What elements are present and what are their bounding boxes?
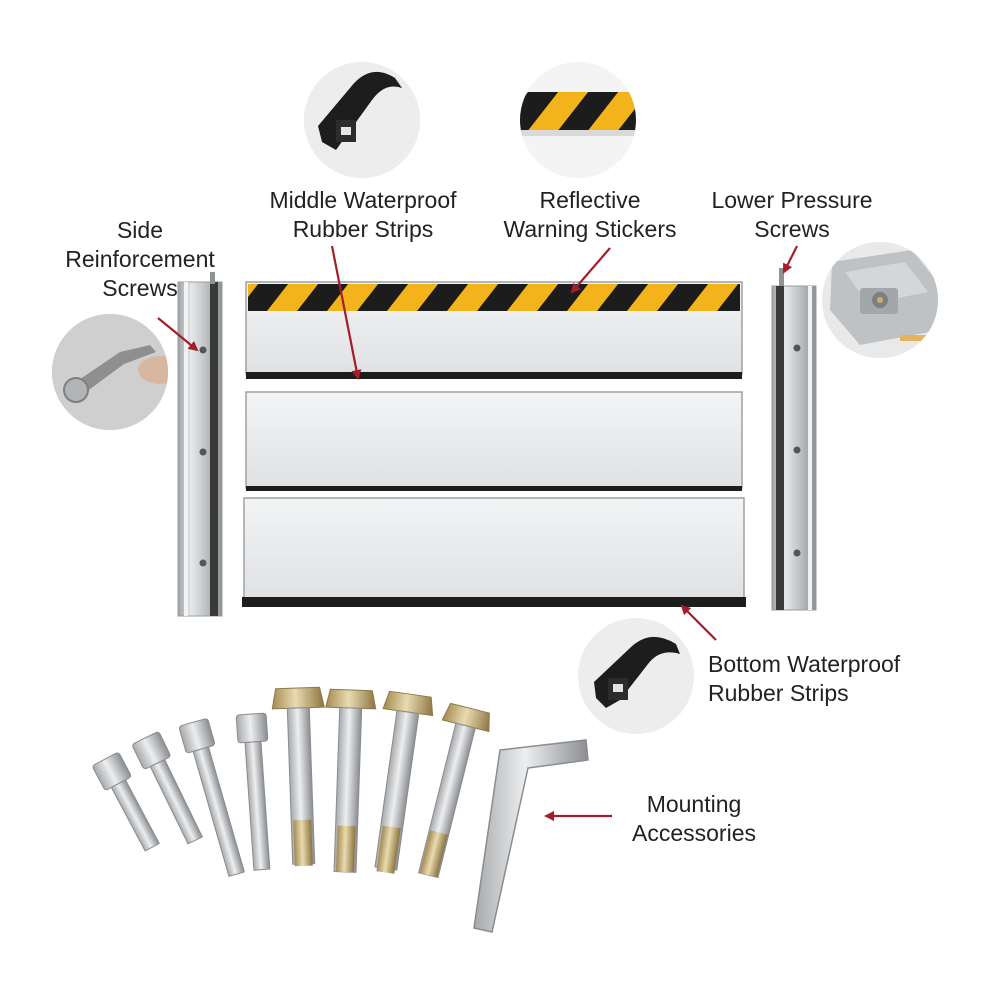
label-mounting: Mounting Accessories: [616, 790, 772, 848]
arrow-side-reinforcement: [157, 317, 199, 352]
label-line: Mounting: [646, 791, 742, 817]
label-side-reinforcement: Side Reinforcement Screws: [50, 216, 230, 303]
label-line: Screws: [102, 275, 178, 301]
label-line: Screws: [754, 216, 830, 242]
top-panel: [245, 281, 743, 379]
label-lower-pressure: Lower Pressure Screws: [694, 186, 890, 244]
label-line: Rubber Strips: [292, 216, 434, 242]
machine-screws: [92, 712, 271, 877]
left-side-post: [177, 272, 223, 617]
arrow-middle-strips: [330, 245, 362, 380]
arrow-lower-pressure: [783, 245, 798, 274]
expansion-anchor-bolts: [271, 686, 490, 879]
bottom-panel: [242, 497, 746, 607]
hex-key-icon: [473, 739, 589, 933]
label-line: Accessories: [632, 820, 756, 846]
label-reflective: Reflective Warning Stickers: [480, 186, 700, 244]
label-line: Reinforcement: [65, 246, 215, 272]
label-line: Warning Stickers: [503, 216, 677, 242]
pressure-screw-closeup-icon: [822, 242, 938, 358]
arrow-bottom-strips: [680, 604, 717, 641]
bottom-rubber-closeup-icon: [578, 618, 694, 734]
label-bottom-strips: Bottom Waterproof Rubber Strips: [708, 650, 948, 708]
allen-key-closeup-icon: [52, 314, 168, 430]
label-line: Bottom Waterproof: [708, 651, 901, 677]
callout-arrows: [157, 245, 798, 821]
middle-panel: [245, 391, 743, 491]
rubber-strip-closeup-icon: [304, 62, 420, 178]
label-line: Middle Waterproof: [269, 187, 457, 213]
label-line: Reflective: [539, 187, 641, 213]
right-side-post: [771, 268, 817, 611]
label-middle-strips: Middle Waterproof Rubber Strips: [240, 186, 486, 244]
warning-sticker-closeup-icon: [520, 62, 636, 178]
label-line: Rubber Strips: [708, 680, 849, 706]
label-line: Side: [116, 217, 164, 243]
arrow-reflective: [570, 247, 611, 294]
label-line: Lower Pressure: [711, 187, 873, 213]
